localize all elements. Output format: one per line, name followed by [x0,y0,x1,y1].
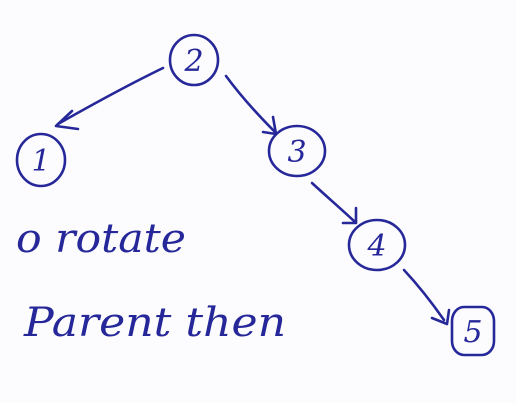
node-circle [267,124,327,178]
node-circle [347,218,407,272]
tree-node-4: 4 [347,218,407,272]
tree-node-2: 2 [168,33,220,87]
edge-3-to-4 [310,181,358,225]
tree-node-5: 5 [450,305,496,357]
arrowhead-icon [341,206,358,225]
node-circle [168,33,220,87]
node-circle [15,132,67,188]
tree-node-1: 1 [15,132,67,188]
edge-line [402,268,446,322]
edge-2-to-1 [54,66,165,131]
edge-4-to-5 [402,268,451,326]
node-label: 2 [183,44,203,79]
node-label: 1 [31,144,50,179]
note-line-2: Parent then [23,300,286,346]
node-label: 4 [366,229,386,264]
arrowhead-icon [261,115,278,136]
arrowhead-icon [54,109,80,131]
edge-line [224,74,277,134]
edge-2-to-3 [224,74,278,136]
node-label: 5 [463,315,482,350]
note-line-1: o rotate [16,216,186,262]
arrowhead-icon [430,308,451,326]
edge-line [56,66,165,126]
node-label: 3 [287,135,306,170]
node-circle [450,305,496,357]
tree-node-3: 3 [267,124,327,178]
edge-line [310,181,356,223]
